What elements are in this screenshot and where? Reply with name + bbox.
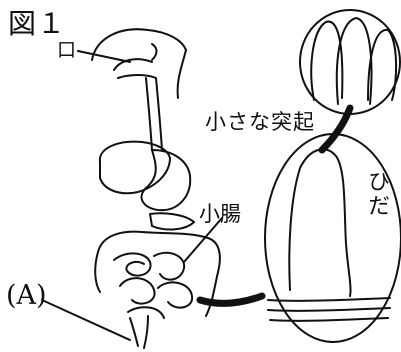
liver: [100, 142, 170, 194]
pancreas: [150, 213, 194, 229]
small-intestine-coils: [114, 253, 192, 318]
mouth-leader-line: [78, 51, 130, 62]
label-mouth: 口: [57, 41, 76, 60]
stomach: [142, 150, 191, 210]
a-leader-line: [42, 300, 130, 340]
esophagus: [146, 78, 162, 150]
head-outline: [92, 29, 186, 98]
figure-title: 図１: [8, 10, 66, 38]
rectum: [130, 316, 148, 348]
bumps-close-up: [300, 10, 400, 114]
intestine-cross-section: [265, 134, 401, 342]
label-small-intestine: 小腸: [199, 204, 241, 225]
label-a: (A): [6, 282, 47, 309]
label-small-bumps: 小さな突起: [205, 112, 315, 133]
arrow-to-cross-section: [200, 296, 262, 303]
label-folds: ひだ: [365, 170, 387, 218]
